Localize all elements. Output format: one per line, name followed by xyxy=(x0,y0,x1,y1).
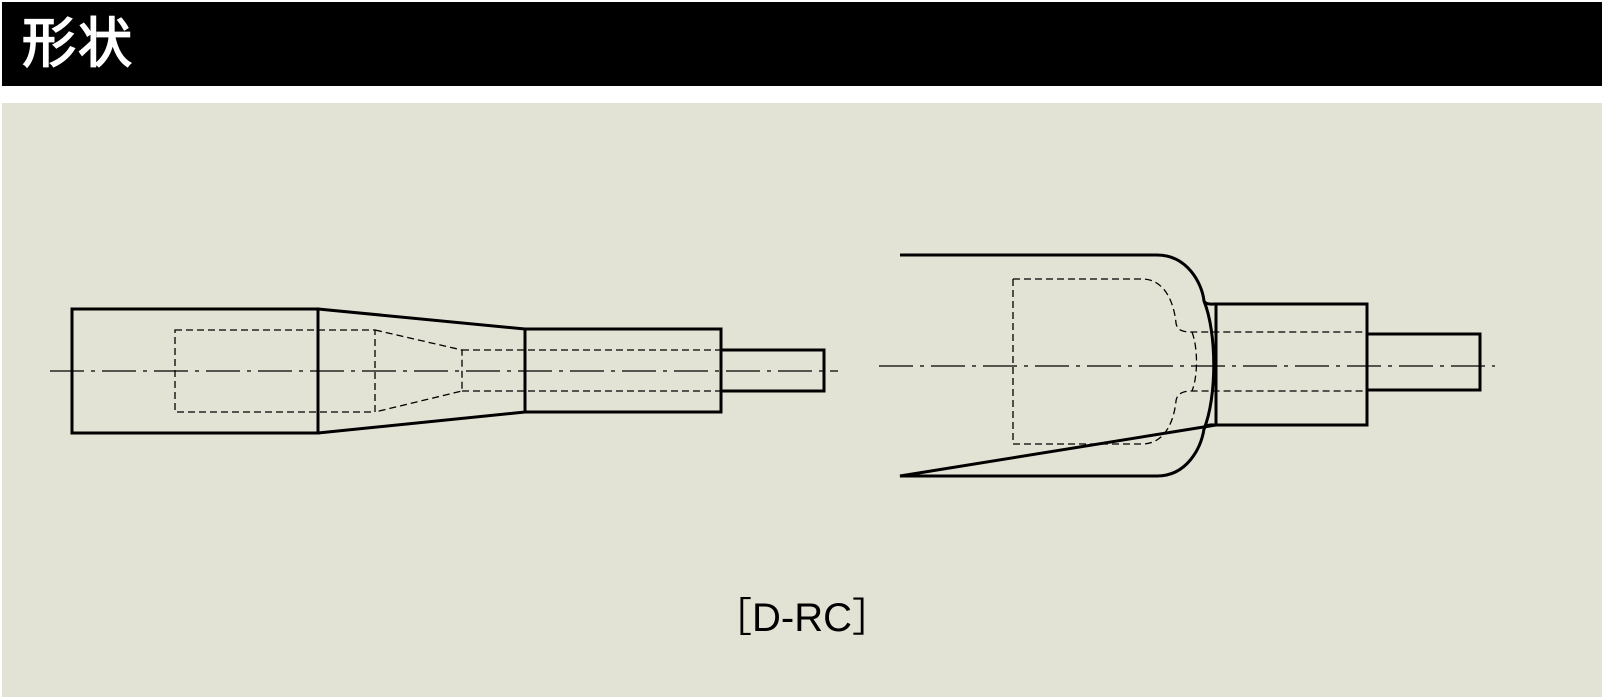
barrel-terminal-side-view xyxy=(879,253,1495,478)
technical-drawing xyxy=(50,253,1495,478)
section-title: 形状 xyxy=(22,12,134,75)
drawing-panel: ［D-RC］ xyxy=(2,103,1602,697)
section-header: 形状 xyxy=(2,2,1602,86)
right-barrel-body xyxy=(899,253,1217,478)
right-hidden-bore xyxy=(1012,278,1367,445)
left-pin-section xyxy=(719,348,826,393)
right-neck-section xyxy=(1214,302,1369,427)
tapered-terminal-side-view xyxy=(50,307,838,435)
right-shoulder-arc xyxy=(1202,300,1216,430)
right-pin-section xyxy=(1365,332,1482,392)
left-barrel-body xyxy=(70,307,320,435)
figure-caption: ［D-RC］ xyxy=(712,596,892,640)
left-hidden-bore xyxy=(174,329,721,413)
